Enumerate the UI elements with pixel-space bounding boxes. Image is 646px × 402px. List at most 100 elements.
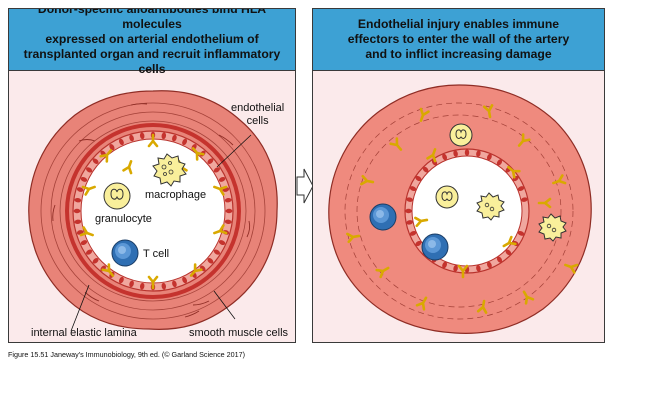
- antibody-icon: [482, 104, 494, 119]
- endothelial-cell-nucleus: [129, 280, 134, 288]
- endothelial-cell-nucleus: [80, 176, 88, 182]
- macrophage-in-wall: [538, 213, 567, 242]
- endothelial-cell-nucleus: [109, 144, 115, 151]
- antibody-icon: [346, 232, 361, 244]
- label-granulocyte: granulocyte: [95, 213, 152, 225]
- antibody-icon: [426, 148, 437, 163]
- label-endothelial-cells: endothelial cells: [231, 102, 285, 127]
- endothelial-cell-nucleus: [453, 150, 458, 157]
- panel-right: Endothelial injury enables immune effect…: [312, 8, 605, 343]
- granulocyte-in-wall: [449, 123, 473, 147]
- endothelial-cell-nucleus: [172, 280, 177, 288]
- endothelial-cell-nucleus: [129, 134, 134, 142]
- antibody-icon: [389, 137, 403, 151]
- antibody-icon: [415, 296, 428, 311]
- leader-lines: [70, 134, 252, 332]
- endothelial-cell-nucleus: [521, 197, 528, 202]
- endothelial-cell-nucleus: [409, 230, 417, 236]
- antibody-icon: [101, 263, 115, 277]
- antibody-icon: [122, 160, 133, 175]
- antibody-icon: [552, 174, 567, 185]
- artery-antibody-binding-diagram: [28, 90, 278, 332]
- endothelial-cell-nucleus: [213, 167, 220, 173]
- panel-left: Donor-specific alloantibodies bind HLA m…: [8, 8, 296, 343]
- endothelial-cell-nucleus: [74, 219, 82, 225]
- endothelial-cell-nucleus: [207, 258, 214, 264]
- endothelial-cell-nucleus: [92, 258, 99, 264]
- endothelial-cell-nucleus: [422, 166, 429, 173]
- smooth-muscle-nuclei: [52, 103, 251, 318]
- lumen: [80, 138, 226, 284]
- endothelial-cell-nucleus: [486, 153, 492, 161]
- antibody-icon: [564, 263, 579, 274]
- endothelial-cell-nucleus: [476, 150, 481, 157]
- injured-endothelial-cells: [405, 149, 528, 273]
- endothelial-cell-nucleus: [213, 249, 220, 255]
- antibody-icon: [457, 264, 469, 279]
- endothelial-cell-nucleus: [161, 282, 167, 290]
- endothelial-cell-nucleus: [207, 158, 214, 164]
- endothelial-cell-nucleus: [225, 208, 233, 214]
- endothelial-cell-nucleus: [86, 167, 93, 173]
- antibody-icon: [476, 299, 488, 314]
- endothelial-cell-nucleus: [161, 132, 167, 140]
- antibody-icon: [517, 133, 531, 147]
- antibody-icon: [213, 185, 228, 196]
- endothelial-cell-nucleus: [182, 276, 188, 284]
- endothelial-cell-nucleus: [86, 249, 93, 255]
- antibody-icon: [81, 185, 96, 196]
- endothelial-cell-nucleus: [139, 282, 145, 290]
- endothelial-cell-nucleus: [415, 240, 422, 247]
- label-t-cell: T cell: [143, 248, 170, 260]
- antibody-icon: [419, 107, 430, 122]
- endothelial-cell-nucleus: [118, 138, 124, 146]
- t-cell: [111, 239, 139, 267]
- endothelial-cell-nucleus: [118, 276, 124, 284]
- antibody-icon: [79, 226, 94, 237]
- antibody-icon: [414, 216, 429, 228]
- endothelial-cell-nucleus: [496, 159, 503, 166]
- granulocyte-in-lumen: [435, 185, 459, 209]
- antibody-icon: [502, 235, 517, 248]
- endothelial-cell-nucleus: [415, 175, 422, 182]
- antibody-icon: [99, 149, 113, 163]
- antibody-icon: [522, 290, 535, 305]
- endothelial-cell-nucleus: [218, 176, 226, 182]
- endothelial-cell-nucleus: [224, 197, 232, 203]
- antibody-icon: [189, 263, 203, 277]
- endothelial-cell-nucleus: [92, 158, 99, 164]
- endothelial-cell-nucleus: [505, 249, 512, 256]
- antibody-icon: [191, 147, 205, 161]
- wall-antibodies: [346, 104, 579, 314]
- antibody-icon: [147, 275, 159, 290]
- antibody-icon: [507, 165, 521, 179]
- endothelial-cell-nucleus: [406, 197, 413, 202]
- label-macrophage: macrophage: [145, 189, 207, 201]
- macrophage-in-lumen: [476, 192, 505, 221]
- endothelial-cell-nucleus: [405, 208, 412, 214]
- panel-left-heading: Donor-specific alloantibodies bind HLA m…: [23, 8, 281, 76]
- t-cell-in-wall: [369, 203, 397, 231]
- panel-left-header: Donor-specific alloantibodies bind HLA m…: [9, 9, 295, 76]
- endothelial-cell-nucleus: [496, 256, 503, 263]
- endothelial-cell-nucleus: [172, 134, 177, 142]
- endothelial-cell-nucleus: [442, 261, 448, 269]
- endothelial-cell-nucleus: [517, 186, 525, 192]
- endothelial-cell-nucleus: [139, 132, 145, 140]
- antibody-icon: [375, 266, 390, 279]
- antibody-icon: [360, 174, 375, 186]
- endothelial-cell-nucleus: [76, 187, 84, 192]
- endothelial-cell-nucleus: [73, 208, 81, 214]
- antibody-icon: [213, 224, 228, 235]
- injured-smooth-muscle-layer: [344, 102, 574, 320]
- antibody-icon: [147, 133, 159, 148]
- endothelial-cell-nucleus: [486, 261, 492, 269]
- panel-right-header: Endothelial injury enables immune effect…: [313, 9, 604, 71]
- internal-elastic-lamina: [65, 123, 241, 299]
- endothelial-cell-nucleus: [406, 220, 413, 225]
- granulocyte-cell: [103, 182, 131, 210]
- endothelial-cell-nucleus: [517, 230, 525, 236]
- endothelial-cell-nucleus: [218, 240, 226, 246]
- endothelial-cell-nucleus: [453, 265, 458, 272]
- t-cell-in-lumen: [421, 233, 449, 261]
